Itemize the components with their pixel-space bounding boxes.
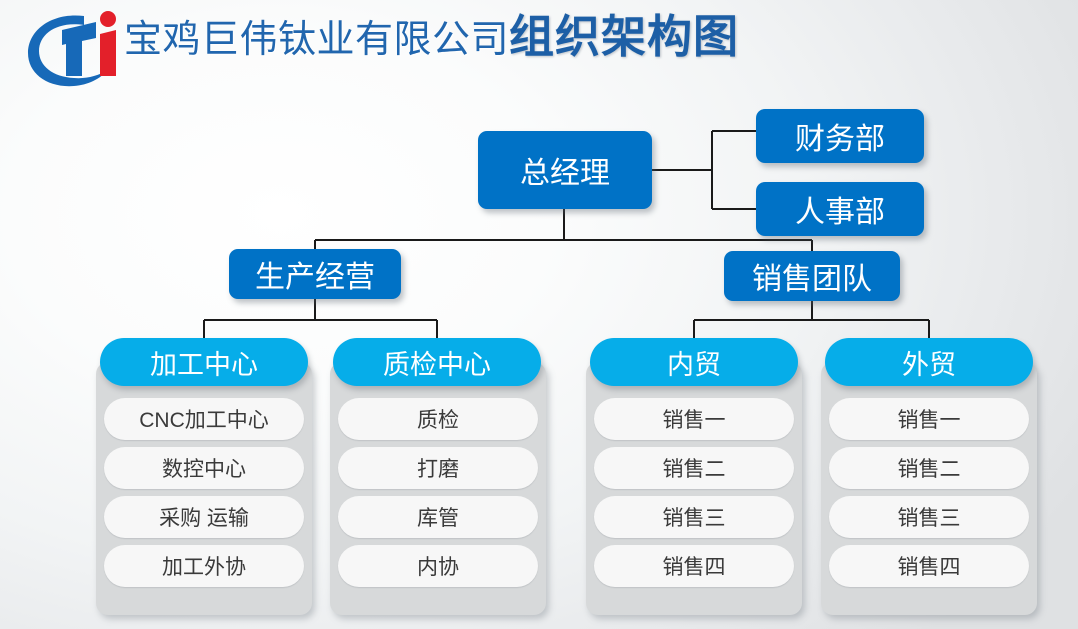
leaf-item[interactable]: 销售一 <box>829 398 1029 440</box>
column-header-machining-center[interactable]: 加工中心 <box>100 338 308 386</box>
node-hr-department-label: 人事部 <box>795 196 885 229</box>
column-domestic-trade-items: 销售一 销售二 销售三 销售四 <box>586 398 802 594</box>
node-general-manager-label: 总经理 <box>520 157 610 190</box>
column-quality-center: 质检 打磨 库管 内协 <box>330 362 546 615</box>
slide-header: 宝鸡巨伟钛业有限公司组织架构图 <box>0 0 1078 96</box>
column-header-quality-center-label: 质检中心 <box>383 349 491 380</box>
leaf-item[interactable]: 打磨 <box>338 447 538 489</box>
column-foreign-trade: 销售一 销售二 销售三 销售四 <box>821 362 1037 615</box>
column-machining-center-items: CNC加工中心 数控中心 采购 运输 加工外协 <box>96 398 312 594</box>
leaf-item[interactable]: 销售三 <box>594 496 794 538</box>
leaf-item[interactable]: 内协 <box>338 545 538 587</box>
leaf-item[interactable]: 销售三 <box>829 496 1029 538</box>
column-foreign-trade-items: 销售一 销售二 销售三 销售四 <box>821 398 1037 594</box>
column-domestic-trade: 销售一 销售二 销售三 销售四 <box>586 362 802 615</box>
column-header-foreign-trade-label: 外贸 <box>902 349 956 380</box>
node-sales-team-label: 销售团队 <box>752 263 872 296</box>
title-company-name: 宝鸡巨伟钛业有限公司 <box>124 19 510 61</box>
leaf-item[interactable]: 质检 <box>338 398 538 440</box>
column-quality-center-items: 质检 打磨 库管 内协 <box>330 398 546 594</box>
column-header-foreign-trade[interactable]: 外贸 <box>825 338 1033 386</box>
node-sales-team[interactable]: 销售团队 <box>724 251 900 301</box>
node-production-operations-label: 生产经营 <box>255 261 375 294</box>
node-finance-department-label: 财务部 <box>795 123 885 156</box>
column-header-quality-center[interactable]: 质检中心 <box>333 338 541 386</box>
column-machining-center: CNC加工中心 数控中心 采购 运输 加工外协 <box>96 362 312 615</box>
leaf-item[interactable]: 销售一 <box>594 398 794 440</box>
node-finance-department[interactable]: 财务部 <box>756 109 924 163</box>
column-header-machining-center-label: 加工中心 <box>150 349 258 380</box>
leaf-item[interactable]: 加工外协 <box>104 545 304 587</box>
title-topic: 组织架构图 <box>509 11 740 62</box>
leaf-item[interactable]: 销售四 <box>594 545 794 587</box>
leaf-item[interactable]: 销售二 <box>829 447 1029 489</box>
column-header-domestic-trade-label: 内贸 <box>667 349 721 380</box>
leaf-item[interactable]: 销售四 <box>829 545 1029 587</box>
leaf-item[interactable]: CNC加工中心 <box>104 398 304 440</box>
leaf-item[interactable]: 采购 运输 <box>104 496 304 538</box>
node-hr-department[interactable]: 人事部 <box>756 182 924 236</box>
column-header-domestic-trade[interactable]: 内贸 <box>590 338 798 386</box>
leaf-item[interactable]: 数控中心 <box>104 447 304 489</box>
node-general-manager[interactable]: 总经理 <box>478 131 652 209</box>
leaf-item[interactable]: 销售二 <box>594 447 794 489</box>
leaf-item[interactable]: 库管 <box>338 496 538 538</box>
cti-company-logo-icon <box>22 8 126 90</box>
page-title: 宝鸡巨伟钛业有限公司组织架构图 <box>124 14 739 59</box>
node-production-operations[interactable]: 生产经营 <box>229 249 401 299</box>
